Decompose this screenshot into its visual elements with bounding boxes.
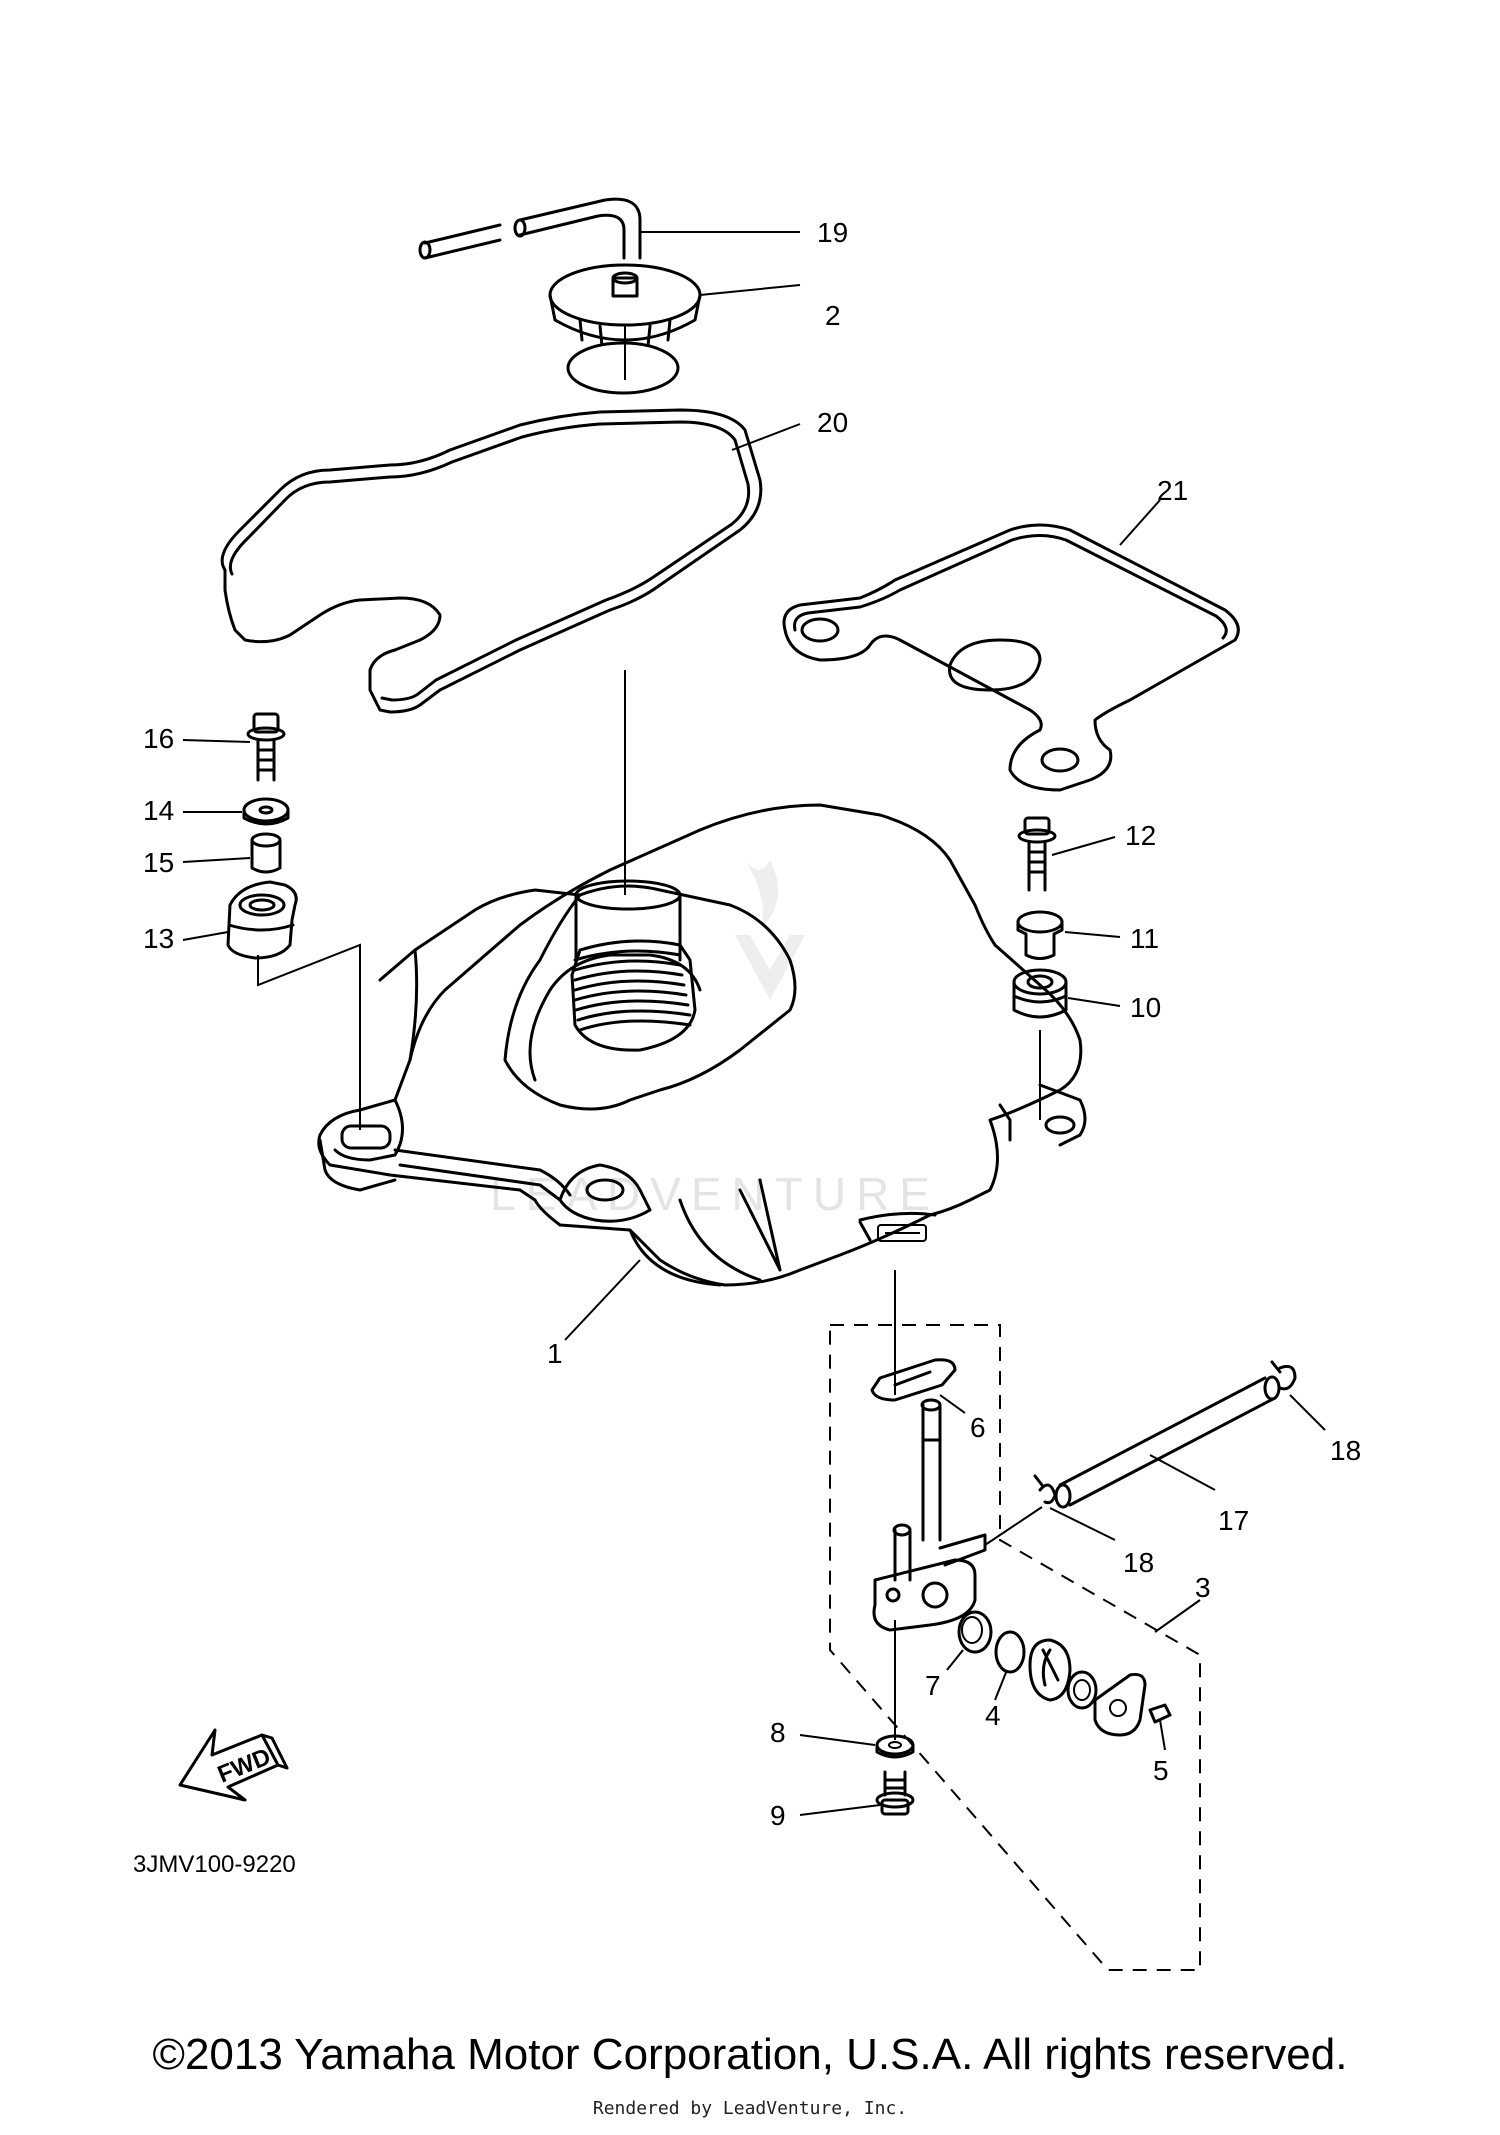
callout-1: 1 [547,1338,563,1369]
watermark-text: LEADVENTURE [490,1168,940,1220]
callout-3: 3 [1195,1572,1211,1603]
grommet-10-part [1012,968,1121,1019]
copyright-notice: ©2013 Yamaha Motor Corporation, U.S.A. A… [152,2030,1348,2079]
washer-8-part [799,1734,915,1759]
fuel-tank-part [317,803,1087,1341]
breather-hose-part [418,197,800,260]
callout-6: 6 [970,1412,986,1443]
callout-8: 8 [770,1717,786,1748]
collar-11-part [1016,910,1121,960]
gasket-6-part [870,1358,966,1414]
clip-18-lower-part [984,1474,1116,1546]
callout-5: 5 [1153,1755,1169,1786]
grommet-13-part [182,880,298,960]
fuel-cap-part [548,263,801,348]
bolt-16-part [182,712,286,782]
fuel-hose-17-part [1054,1375,1281,1509]
callout-2: 2 [825,300,841,331]
watermark: LEADVENTURE [490,860,940,1220]
bolt-12-part [1017,816,1116,892]
spring-part [1066,1670,1098,1710]
clip-18-upper-part [1270,1360,1326,1431]
callout-16: 16 [143,723,174,754]
plate-5-assembly-part [1093,1673,1147,1737]
axis-lines [257,325,1041,1740]
callout-4: 4 [985,1700,1001,1731]
plate-part [782,499,1240,792]
callout-17: 17 [1218,1505,1249,1536]
screw-5-part [1148,1703,1172,1751]
rendered-by-notice: Rendered by LeadVenture, Inc. [592,2098,908,2119]
callout-13: 13 [143,923,174,954]
callout-20: 20 [817,407,848,438]
o-ring-4-part [994,1630,1026,1701]
callout-15: 15 [143,847,174,878]
collar-15-part [182,832,282,874]
callout-11: 11 [1130,923,1159,954]
callout-18-upper: 18 [1330,1435,1361,1466]
forward-arrow-icon: FWD [178,1728,289,1802]
diagram-code: 3JMV100-9220 [133,1851,296,1878]
tank-tab [877,1224,927,1242]
lever-part [1028,1638,1072,1702]
callout-12: 12 [1125,820,1156,851]
washer-14-part [183,797,290,826]
callout-14: 14 [143,795,174,826]
callout-18-lower: 18 [1123,1547,1154,1578]
callout-9: 9 [770,1800,786,1831]
callout-7: 7 [925,1670,941,1701]
fuel-cock-part [872,1398,987,1632]
callout-21: 21 [1157,475,1188,506]
fuel-cock-assembly-outline [829,1324,1201,1971]
callout-10: 10 [1130,992,1161,1023]
seal-7-part [946,1610,993,1671]
tank-pad-part [220,341,801,714]
bolt-9-part [799,1770,915,1816]
callout-19: 19 [817,217,848,248]
callout-labels: 19 2 20 21 16 14 15 13 12 11 10 1 6 18 1… [143,217,1361,1831]
